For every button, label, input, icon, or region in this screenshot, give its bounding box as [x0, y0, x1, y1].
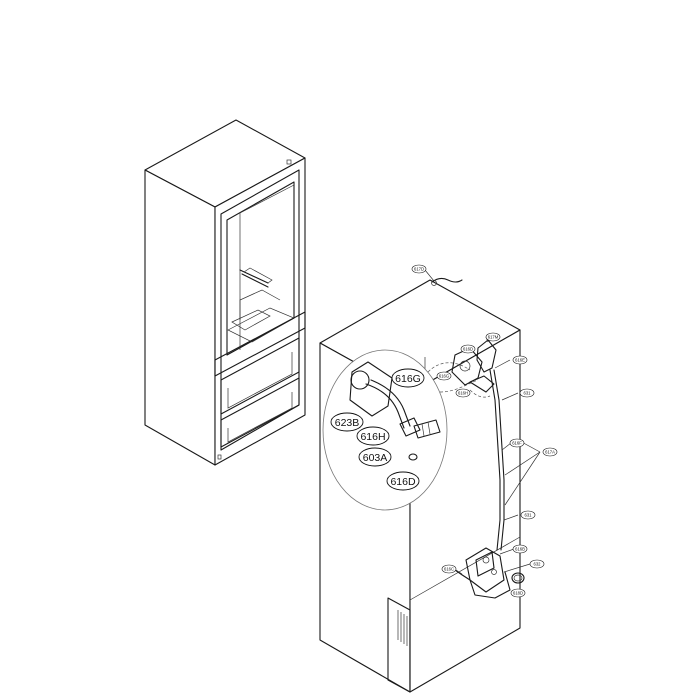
callout-small-617D: [411, 264, 427, 274]
callout-small-616H-text: 616H: [458, 391, 468, 396]
callout-616G: [391, 368, 425, 388]
callout-small-616C-text: 616C: [444, 567, 454, 572]
callout-small-616C: [441, 564, 457, 574]
callout-small-617A: [542, 447, 558, 457]
part-617D-power-cord: [431, 277, 463, 286]
left-cabinet-drawer-lower: [220, 377, 300, 448]
callout-small-631-b: [520, 510, 536, 520]
callout-small-631-text: 631: [524, 391, 532, 396]
part-603A-ring: [408, 453, 418, 461]
callout-616D: [386, 471, 420, 491]
callout-small-618D: [510, 588, 526, 598]
callout-small-616G-text: 616G: [439, 374, 449, 379]
callout-small-632-text: 632: [534, 562, 542, 567]
callout-small-616G: [436, 371, 452, 381]
callout-small-631-b-text: 631: [525, 513, 533, 518]
callout-623B: [330, 412, 364, 432]
callout-616H-text: 616H: [360, 431, 385, 443]
vent-louvers: [397, 610, 408, 646]
callout-small-616D-text: 616D: [463, 347, 473, 352]
callout-small-617M: [485, 332, 501, 342]
machine-compartment-cover: [387, 597, 411, 693]
callout-603A-text: 603A: [363, 452, 388, 464]
callout-small-616E: [512, 355, 528, 365]
callout-small-616F: [509, 438, 525, 448]
callout-small-616B: [512, 544, 528, 554]
left-cabinet-front: [214, 157, 306, 466]
callout-small-616E-text: 616E: [515, 358, 525, 363]
right-refrigerator-cabinet: 616G 623B 616H 603A 616D 617D 617M 616D …: [319, 264, 558, 693]
callout-small-631: [519, 388, 535, 398]
callout-small-616F-text: 616F: [512, 441, 522, 446]
small-callouts: 617D 617M 616D 616E 616G 616H 631 616F 6…: [411, 264, 558, 598]
large-callouts: 616G 623B 616H 603A 616D: [330, 368, 425, 491]
left-cabinet-mullion: [214, 311, 306, 377]
callout-small-617D-text: 617D: [414, 267, 424, 272]
callout-603A: [358, 447, 392, 467]
left-cabinet-drawer-upper: [220, 337, 300, 415]
left-refrigerator-cabinet: [144, 119, 306, 466]
callout-small-617M-text: 617M: [488, 335, 499, 340]
callout-623B-text: 623B: [335, 417, 360, 429]
callout-small-632: [529, 559, 545, 569]
callout-small-618D-text: 618D: [513, 591, 523, 596]
callout-616H: [356, 426, 390, 446]
callout-small-616B-text: 616B: [515, 547, 525, 552]
callout-leaders: [424, 269, 541, 575]
callout-616G-text: 616G: [395, 373, 421, 385]
left-cabinet-side: [144, 169, 216, 466]
callout-small-616D: [460, 344, 476, 354]
part-623B-seal-plate: [349, 361, 411, 429]
callout-small-616H: [455, 388, 471, 398]
part-616H-water-fitting: [399, 417, 441, 439]
callout-616D-text: 616D: [390, 476, 416, 488]
callout-small-617A-text: 617A: [545, 450, 555, 455]
